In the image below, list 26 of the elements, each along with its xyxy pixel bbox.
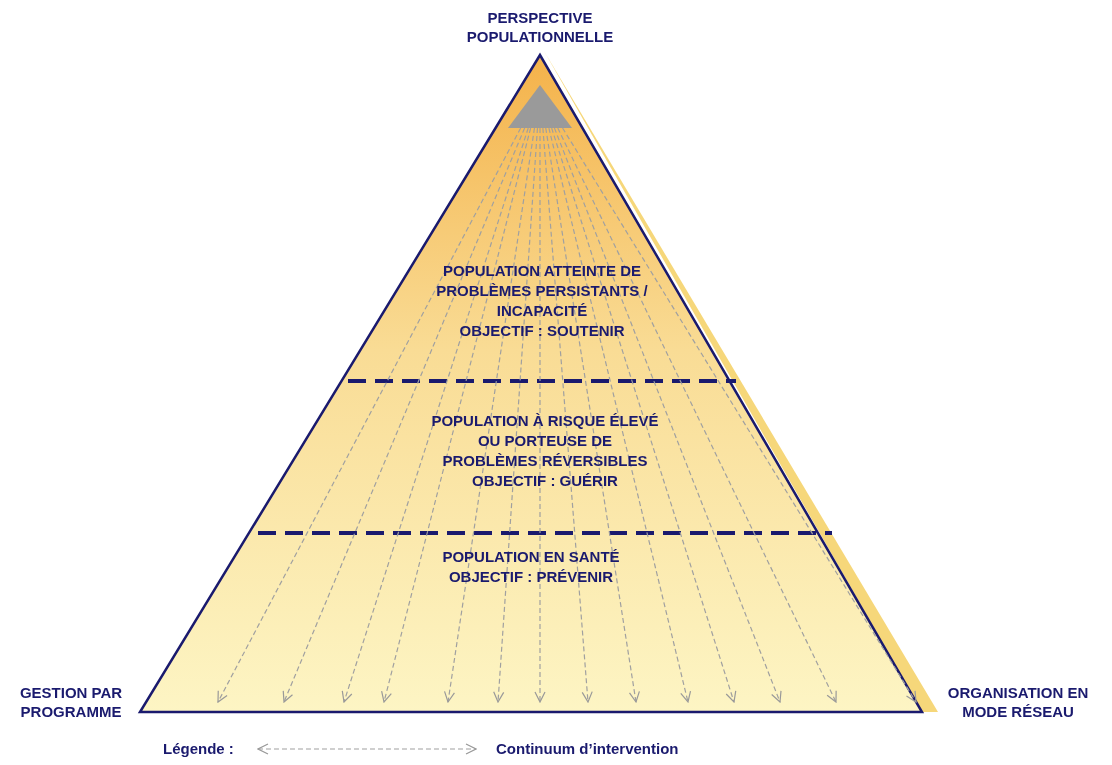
objective-text: OBJECTIF : SOUTENIR	[458, 321, 626, 341]
population-text: POPULATION ATTEINTE DE PROBLÈMES PERSISTANTS / INCAPACITÉ	[435, 261, 649, 321]
objective-text: OBJECTIF : PRÉVENIR	[447, 567, 615, 587]
corner-label: GESTION PAR PROGRAMME	[18, 683, 124, 721]
dashed-arrow	[493, 127, 539, 703]
objective-text: OBJECTIF : GUÉRIR	[471, 471, 619, 491]
apex-triangle	[508, 85, 572, 128]
dashed-arrow	[548, 127, 692, 703]
legend-text: Continuum d’intervention	[496, 739, 679, 758]
dashed-arrow	[553, 127, 782, 703]
corner-label: ORGANISATION EN MODE RÉSEAU	[946, 683, 1090, 721]
legend-title: Légende :	[163, 739, 234, 758]
dashed-arrow	[534, 127, 546, 703]
dashed-arrow	[557, 127, 837, 703]
dashed-arrow	[217, 127, 522, 703]
dashed-arrow	[542, 127, 593, 703]
dashed-arrow	[381, 127, 532, 703]
dashed-arrow	[341, 127, 529, 703]
dashed-arrow	[551, 127, 737, 703]
apex-label: PERSPECTIVE POPULATIONNELLE	[465, 8, 615, 46]
dashed-arrow	[443, 127, 536, 703]
population-text: POPULATION À RISQUE ÉLEVÉ OU PORTEUSE DE PROBLÈMES RÉVERSIBLES	[431, 411, 659, 471]
dashed-arrow	[561, 127, 917, 703]
dashed-arrow	[282, 127, 526, 703]
population-text: POPULATION EN SANTÉ	[441, 547, 621, 567]
dashed-arrow	[545, 127, 640, 703]
